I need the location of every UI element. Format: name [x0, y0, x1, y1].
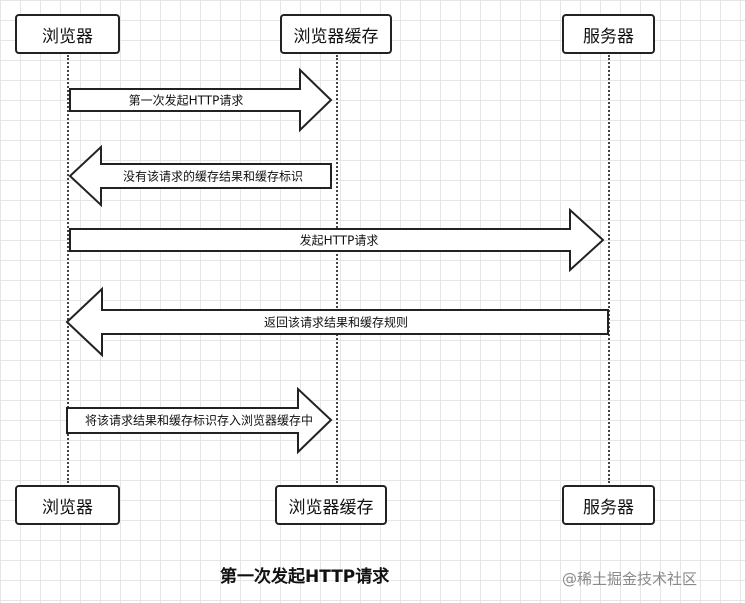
cache-box-top: 浏览器缓存 [280, 14, 392, 54]
arrow-no-cache-result [68, 144, 332, 208]
server-box-bottom: 服务器 [562, 485, 655, 525]
arrow-send-request [69, 207, 605, 273]
browser-box-bottom: 浏览器 [15, 485, 120, 525]
server-lifeline [608, 55, 610, 483]
browser-lifeline [67, 55, 69, 483]
arrow-return-result [65, 286, 609, 358]
message-label-1: 第一次发起HTTP请求 [128, 93, 244, 108]
arrow-store-cache [66, 386, 333, 455]
diagram-caption: 第一次发起HTTP请求 [220, 567, 390, 587]
arrow-first-request [69, 67, 333, 133]
message-label-3: 发起HTTP请求 [299, 233, 379, 248]
cache-box-bottom: 浏览器缓存 [275, 485, 387, 525]
server-box-top: 服务器 [562, 14, 655, 54]
message-label-4: 返回该请求结果和缓存规则 [263, 315, 409, 330]
message-label-5: 将该请求结果和缓存标识存入浏览器缓存中 [84, 413, 314, 428]
browser-box-top: 浏览器 [15, 14, 120, 54]
watermark: @稀土掘金技术社区 [562, 570, 698, 588]
cache-lifeline [336, 55, 338, 483]
message-label-2: 没有该请求的缓存结果和缓存标识 [122, 169, 304, 184]
